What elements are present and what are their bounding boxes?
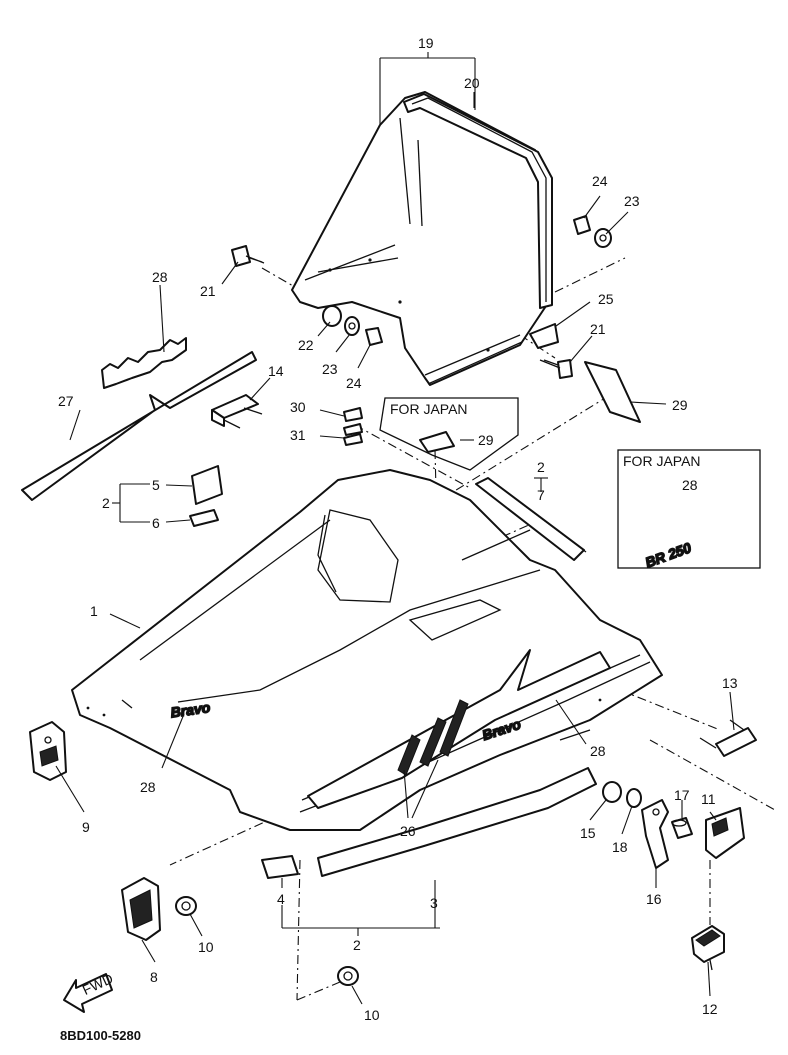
plate-4 — [261, 855, 299, 879]
callout-24-left: 24 — [346, 375, 362, 391]
callout-29-right: 29 — [672, 397, 688, 413]
bracket-19 — [379, 52, 476, 125]
pad-25 — [529, 323, 559, 349]
callout-13: 13 — [722, 675, 738, 691]
pin-17 — [671, 817, 693, 839]
handle-13 — [699, 719, 757, 757]
callout-6: 6 — [152, 515, 160, 531]
windshield — [291, 91, 553, 386]
strip-7 — [475, 477, 587, 561]
callout-4: 4 — [277, 891, 285, 907]
pads-5-6 — [189, 465, 223, 527]
diagram-code: 8BD100-5280 — [60, 1028, 141, 1043]
br250-decal: BR 250 — [643, 539, 693, 570]
bravo-decal-left: Bravo — [170, 699, 212, 720]
callout-23-right: 23 — [624, 193, 640, 209]
callout-31: 31 — [290, 427, 306, 443]
callout-22: 22 — [298, 337, 314, 353]
japan-box-1-label: FOR JAPAN — [390, 401, 468, 417]
callout-10-bottom: 10 — [364, 1007, 380, 1023]
callout-20: 20 — [464, 75, 480, 91]
callout-numbers: 1 2 2 2 3 4 5 6 7 8 9 10 10 11 12 13 14 … — [58, 35, 738, 1023]
bolt-21-right — [539, 359, 573, 379]
callout-16: 16 — [646, 891, 662, 907]
callout-30: 30 — [290, 399, 306, 415]
bracket-9 — [29, 721, 67, 781]
callout-27: 27 — [58, 393, 74, 409]
fwd-arrow: FWD — [63, 970, 115, 1013]
callout-18: 18 — [612, 839, 628, 855]
sheet-29-right — [584, 361, 641, 423]
callout-24-right: 24 — [592, 173, 608, 189]
callout-28-top: 28 — [152, 269, 168, 285]
callout-25: 25 — [598, 291, 614, 307]
grommet-10a — [175, 896, 197, 916]
lever-16 — [641, 799, 669, 869]
leader-lines — [55, 92, 735, 1005]
callout-23-left: 23 — [322, 361, 338, 377]
callout-12: 12 — [702, 1001, 718, 1017]
stripe-27 — [21, 351, 257, 501]
callout-2-left: 2 — [102, 495, 110, 511]
callout-28-left: 28 — [140, 779, 156, 795]
callout-28-right: 28 — [590, 743, 606, 759]
callout-21-right: 21 — [590, 321, 606, 337]
callout-2-top: 2 — [537, 459, 545, 475]
callout-2-bottom: 2 — [353, 937, 361, 953]
stripe-26 — [307, 649, 611, 809]
bracket-8 — [121, 877, 161, 941]
decal-28-top — [101, 337, 187, 389]
callout-9: 9 — [82, 819, 90, 835]
callout-1: 1 — [90, 603, 98, 619]
japan-box-1 — [379, 397, 519, 471]
strips-30-31 — [343, 407, 363, 446]
callout-29-box: 29 — [478, 432, 494, 448]
side-rail-3 — [317, 767, 597, 877]
knob-12 — [691, 925, 725, 971]
callout-3: 3 — [430, 895, 438, 911]
callout-15: 15 — [580, 825, 596, 841]
callout-8: 8 — [150, 969, 158, 985]
callout-28-box: 28 — [682, 477, 698, 493]
callout-10-left: 10 — [198, 939, 214, 955]
bracket-2-left — [112, 483, 150, 523]
callout-14: 14 — [268, 363, 284, 379]
washers-15-18 — [602, 781, 642, 808]
grommet-10b — [337, 966, 359, 986]
bracket-2-bottom — [281, 880, 440, 936]
washers-22-23-24 — [322, 215, 612, 346]
plate-14 — [211, 394, 263, 429]
latch-11 — [705, 807, 745, 859]
callout-17: 17 — [674, 787, 690, 803]
japan-box-2 — [617, 449, 761, 569]
japan-box-2-label: FOR JAPAN — [623, 453, 701, 469]
callout-11: 11 — [701, 791, 716, 807]
bolt-21-left — [231, 245, 265, 267]
callout-5: 5 — [152, 477, 160, 493]
callout-19: 19 — [418, 35, 434, 51]
callout-7: 7 — [537, 487, 545, 503]
callout-21-left: 21 — [200, 283, 216, 299]
callout-26: 26 — [400, 823, 416, 839]
